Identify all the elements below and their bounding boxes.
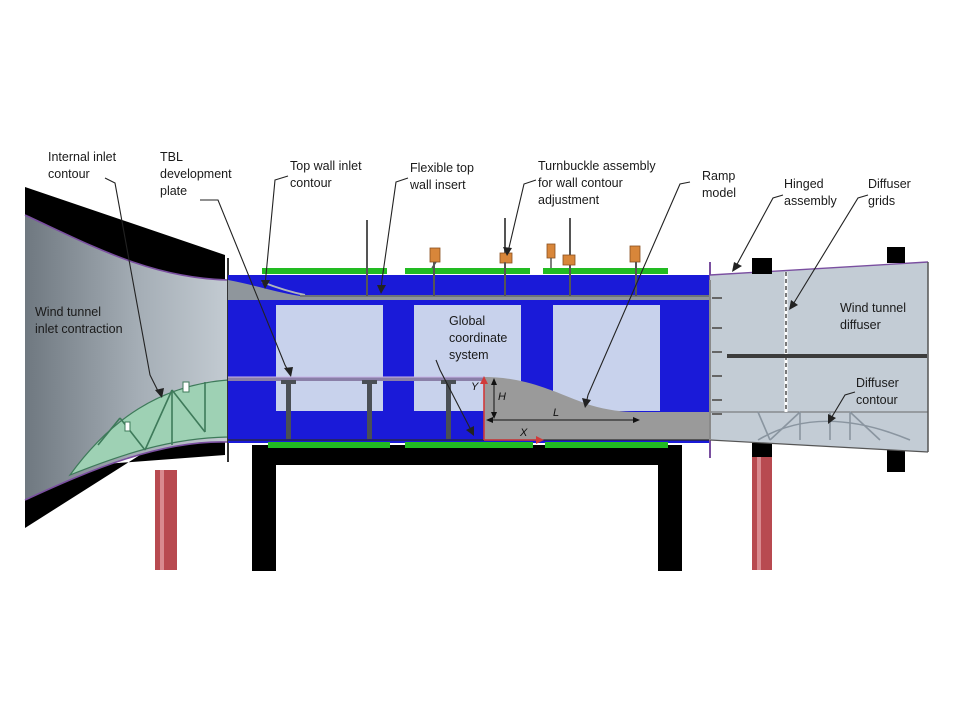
inlet-contraction: [24, 187, 229, 528]
frame-leg-left: [252, 455, 276, 571]
label-flexible-top-wall-insert: Flexible top wall insert: [409, 161, 477, 192]
label-wind-tunnel-diffuser: Wind tunnel diffuser: [840, 301, 910, 332]
label-wind-tunnel-inlet: Wind tunnel inlet contraction: [35, 305, 123, 336]
tbl-development-plate: [228, 377, 484, 381]
internal-inlet-contour-line: [24, 214, 229, 281]
turnbuckle-assemblies: [366, 218, 641, 296]
inlet-support-leg: [155, 470, 177, 570]
label-tbl-development-plate: TBL development plate: [160, 150, 235, 198]
turnbuckle-2: [499, 252, 513, 264]
ramp-model-body: [484, 377, 710, 440]
label-top-wall-inlet-contour: Top wall inlet contour: [290, 159, 365, 190]
frame-beam: [252, 445, 682, 465]
inlet-bottom-shell: [25, 430, 225, 528]
annotation-labels: Internal inlet contour TBL development p…: [35, 150, 914, 407]
l-dimension-label: L: [553, 407, 559, 419]
leader-lines: [104, 175, 869, 436]
x-axis-label: X: [519, 427, 528, 439]
turnbuckle-3: [546, 243, 556, 259]
test-section: [228, 262, 711, 458]
label-diffuser-grids: Diffuser grids: [868, 177, 914, 208]
label-ramp-model: Ramp model: [702, 169, 739, 200]
diffuser-support-leg: [752, 450, 772, 570]
h-dimension-label: H: [498, 391, 506, 403]
label-global-coordinate-system: Global coordinate system: [449, 314, 511, 362]
window-1: [276, 305, 383, 411]
diffuser-contour-truss: [757, 411, 911, 441]
turnbuckle-4: [562, 254, 576, 266]
plate-supports: [281, 380, 456, 439]
frame-leg-right: [658, 455, 682, 571]
label-diffuser-contour: Diffuser contour: [856, 376, 902, 407]
label-internal-inlet-contour: Internal inlet contour: [48, 150, 120, 181]
top-rail-1: [262, 268, 387, 274]
label-hinged-assembly: Hinged assembly: [784, 177, 838, 208]
diffuser: [709, 247, 929, 453]
bottom-rail-1: [268, 442, 390, 448]
hinge-marks: [712, 297, 722, 415]
y-axis-label: Y: [471, 381, 479, 393]
support-frame: [155, 443, 905, 571]
diffuser-splitter: [727, 354, 927, 358]
coordinate-system: Y X H L: [471, 376, 640, 444]
window-3: [553, 305, 660, 411]
turnbuckle-5: [629, 245, 641, 263]
turnbuckle-1: [429, 247, 441, 263]
label-turnbuckle-assembly: Turnbuckle assembly for wall contour adj…: [538, 159, 659, 207]
